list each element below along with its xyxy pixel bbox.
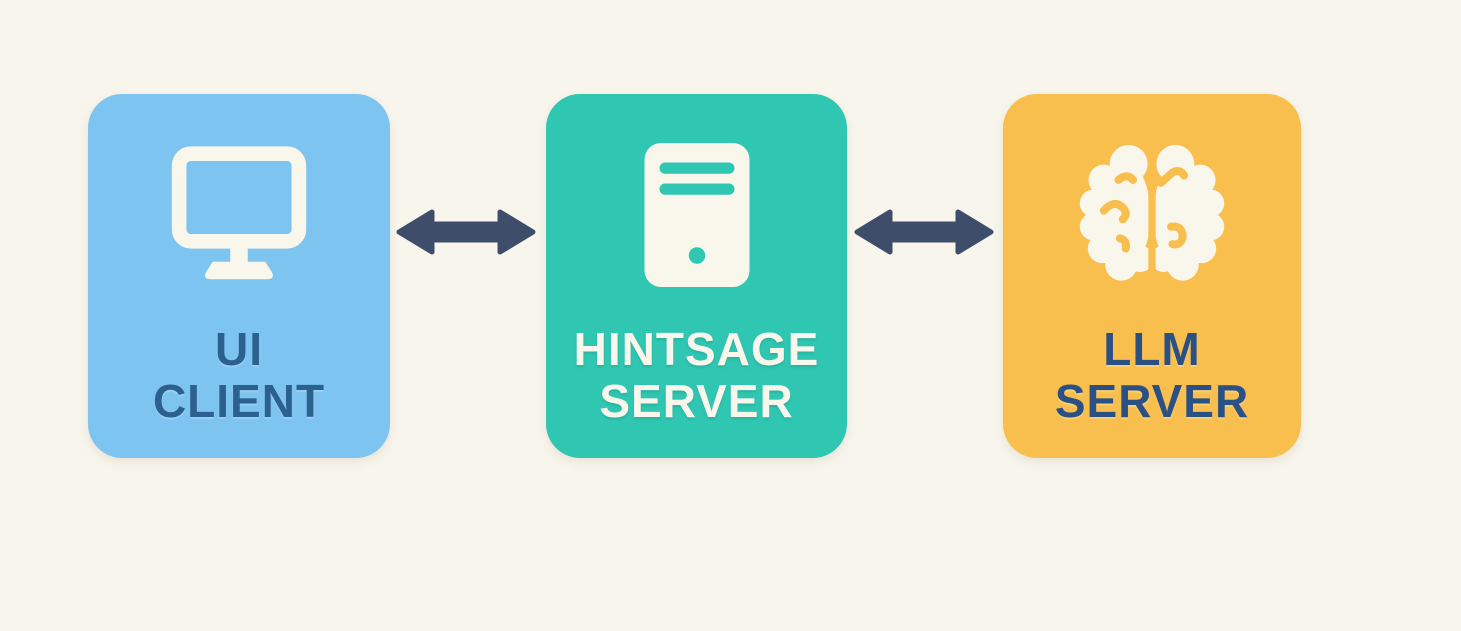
bidirectional-arrow-icon — [396, 209, 536, 255]
brain-icon — [1079, 140, 1225, 290]
node-label-hintsage-server: HINTSAGE SERVER — [573, 323, 820, 428]
node-hintsage-server: HINTSAGE SERVER — [546, 94, 847, 458]
node-label-line1: HINTSAGE — [573, 323, 820, 375]
arrow-shape — [396, 209, 536, 255]
node-label-llm-server: LLM SERVER — [1054, 323, 1250, 428]
node-ui-client: UI CLIENT — [88, 94, 390, 458]
node-label-ui-client: UI CLIENT — [152, 323, 326, 428]
node-label-line2: SERVER — [599, 374, 794, 427]
node-label-line2: CLIENT — [152, 374, 326, 427]
node-label-line1: LLM — [1103, 323, 1201, 375]
bidirectional-arrow-icon — [854, 209, 994, 255]
server-icon — [640, 140, 754, 290]
node-label-line1: UI — [214, 323, 263, 375]
node-llm-server: LLM SERVER — [1003, 94, 1301, 458]
arrow-shape — [854, 209, 994, 255]
monitor-icon — [163, 140, 315, 290]
node-label-line2: SERVER — [1054, 374, 1250, 427]
